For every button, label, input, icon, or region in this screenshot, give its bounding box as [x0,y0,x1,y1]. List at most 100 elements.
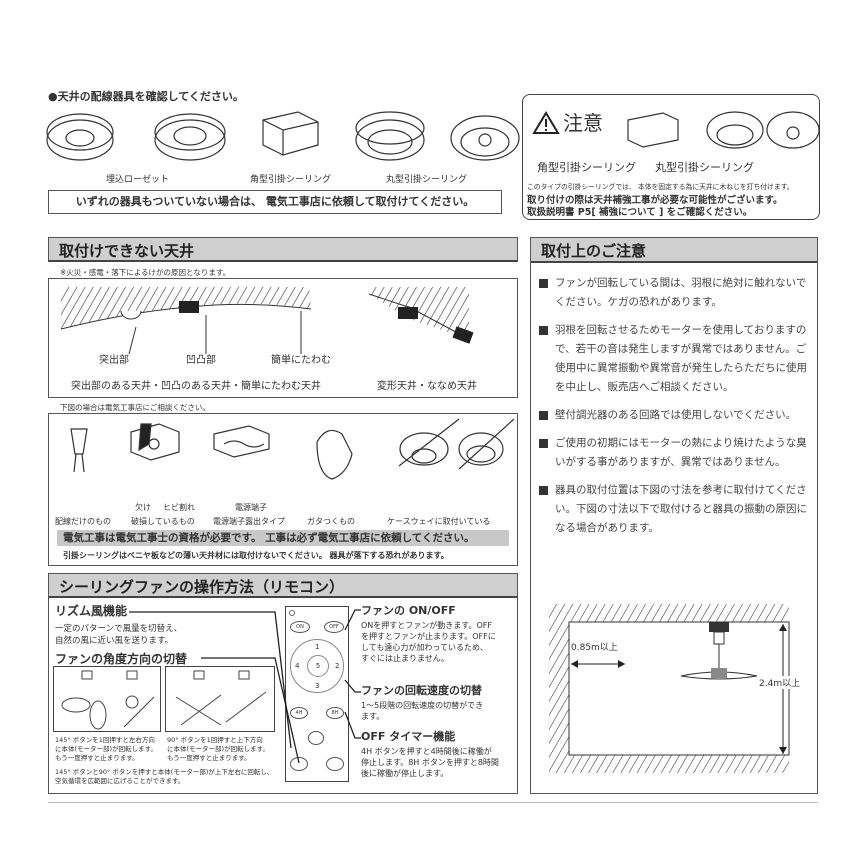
rhythm-button[interactable] [308,731,324,745]
label-terminal: 電源端子 [235,503,267,512]
led-indicator [289,610,295,616]
case-caseway: ケースウェイに取付いている [387,517,491,526]
speed-dial: 1 2 3 4 5 [290,639,344,693]
caution-line-2: 取扱説明書 P5[ 補強について ] をご確認ください。 [527,207,753,218]
speed-3-button[interactable]: 3 [315,682,320,690]
case-illustrations [70,418,515,480]
ceiling-hazard-note: ※火災・感電・落下によるけがの原因となります。 [60,268,231,277]
veneer-warning: 引掛シーリングはベニヤ板などの薄い天井材には取付けないでください。 器具が落下す… [63,551,449,560]
onoff-title: ファンの ON/OFF [361,604,456,617]
text-line: 90° ボタンを1回押すと上下方向 [167,736,263,744]
wall-distance-label: 0.85m以上 [571,643,618,653]
angle-145-text: 145° ボタンを1回押すと左右方向に本体(モーター部)が回転します。もう一度押… [55,736,157,763]
angle-90-illustration [165,666,275,732]
text-line: 空気循環を広範囲に広げることができます。 [55,777,185,785]
timer-8h-button[interactable]: 8H [326,707,344,719]
fan-90-icon [175,670,267,726]
text-line: 145° ボタンと90° ボタンを押すと本体(モーター部)が上下左右に回転し、 [55,768,274,776]
clearance-diagram [549,604,790,773]
text-line: ます。 [361,712,385,721]
text-line: ONを押すとファンが動きます。OFF [361,621,492,630]
angle-145-button[interactable] [290,757,308,771]
warning-triangle-icon [532,111,560,134]
caution-item: ファンが回転している間は、羽根に絶対に触れないでください。ケガの恐れがあります。 [537,274,811,312]
text-line: 145° ボタンを1回押すと左右方向 [55,736,155,744]
fixtures-title: ●天井の配線器具を確認してください。 [48,90,244,103]
on-button[interactable]: ON [290,621,310,633]
unsuitable-ceiling-box: 突出部 凹凸部 簡単にたわむ 突出部のある天井・凹凸のある天井・簡単にたわむ天井… [48,278,518,398]
caution-item: 壁付調光器のある回路では使用しないでください。 [537,406,811,425]
caution-title: 注意 [563,111,603,135]
label-embedded-rosette: 埋込ローゼット [106,175,170,185]
ceiling-height-label: 2.4m以上 [759,676,801,689]
page-divider [48,802,818,803]
remote-control: ON OFF 1 2 3 4 5 4H 8H [285,606,349,782]
text-line: もう一度押すと止まります。 [167,754,251,762]
speed-4-button[interactable]: 4 [295,662,300,670]
case-damaged: 破損しているもの [131,517,195,526]
speed-2-button[interactable]: 2 [335,662,340,670]
caution-fixture-illustrations [627,111,820,149]
case-loose: ガタつくもの [307,517,355,526]
license-notice: 電気工事は電気工事士の資格が必要です。 工事は必ず電気工事店に依頼してください。 [57,530,509,546]
angle-145-illustration [53,666,161,732]
text-line: もう一度押すと止まります。 [55,754,139,762]
case-wiring-only: 配線だけのもの [55,517,111,526]
rhythm-title: リズム風機能 [55,604,128,618]
timer-4h-button[interactable]: 4H [290,707,308,719]
electrician-notice: いずれの器具もついていない場合は、 電気工事店に依頼して取付けてください。 [48,190,502,214]
angle-90-text: 90° ボタンを1回押すと上下方向に本体(モーター部)が回転します。もう一度押す… [167,736,269,763]
label-chip: 欠け [135,503,151,512]
text-line: 4H ボタンを押すと4時間後に稼働が [361,747,492,756]
angle-title: ファンの角度方向の切替 [55,652,188,666]
label-round-ceiling: 丸型引掛シーリング [386,175,468,185]
caption-slanted-ceilings: 変形天井・ななめ天井 [377,381,477,392]
text-line: に本体(モーター部)が回転します。 [167,745,269,753]
speed-text: 1〜5段階の回転速度の切替ができます。 [361,700,483,722]
label-sagging: 簡単にたわむ [271,355,331,366]
fixture-illustrations [46,111,520,161]
text-line: すぐには止まりません。 [361,654,449,663]
case-exposed-terminal: 電源端子露出タイプ [213,517,285,526]
angle-90-button[interactable] [326,757,344,771]
consult-cases-box: 欠け ヒビ割れ 電源端子 配線だけのもの 破損しているもの 電源端子露出タイプ … [48,413,518,566]
caution-box: 注意 角型引掛シーリング 丸型引掛シーリング このタイプの引掛シーリングでは、 … [522,94,820,220]
caution-label-square: 角型引掛シーリング [537,161,636,174]
text-line: 後に稼働が停止します。 [361,769,449,778]
callout-lines [129,609,361,764]
timer-title: OFF タイマー機能 [361,730,456,743]
off-button[interactable]: OFF [324,621,344,633]
text-line: しても遠心力が加わっているため、 [361,643,488,652]
section-header-remote: シーリングファンの操作方法（リモコン） [48,573,518,598]
caution-item: ご使用の初期にはモーターの熱により焼けたような臭いがする事がありますが、異常では… [537,434,811,472]
caution-small-text: このタイプの引掛シーリングでは、 本体を固定する為に天井に木ねじを打ち付けます。 [527,183,794,191]
caution-item: 羽根を回転させるためモーターを使用しておりますので、若干の音は発生しますが異常で… [537,321,811,397]
rhythm-text-2: 自然の風に近い風を送ります。 [55,636,174,646]
ceiling-diagram [60,287,474,355]
label-square-ceiling: 角型引掛シーリング [250,175,332,185]
text-line: 停止します。8H ボタンを押すと8時間 [361,758,499,767]
label-uneven: 凹凸部 [186,355,216,366]
install-cautions-box: ファンが回転している間は、羽根に絶対に触れないでください。ケガの恐れがあります。… [530,262,818,794]
speed-1-button[interactable]: 1 [315,643,320,651]
timer-text: 4H ボタンを押すと4時間後に稼働が停止します。8H ボタンを押すと8時間後に稼… [361,746,499,779]
text-line: に本体(モーター部)が回転します。 [55,745,157,753]
angle-both-text: 145° ボタンと90° ボタンを押すと本体(モーター部)が上下左右に回転し、空… [55,768,273,786]
caution-list: ファンが回転している間は、羽根に絶対に触れないでください。ケガの恐れがあります。… [537,274,811,547]
section-header-unsuitable-ceilings: 取付けできない天井 [48,237,518,262]
onoff-text: ONを押すとファンが動きます。OFF を押すとファンが止まります。OFFにしても遠… [361,620,496,664]
speed-5-button[interactable]: 5 [307,655,329,677]
caution-item: 器具の取付位置は下図の寸法を参考に取付けてください。下図の寸法以下で取付けると器… [537,481,811,538]
caution-label-round: 丸型引掛シーリング [655,161,754,174]
fan-145-icon [61,670,155,730]
label-crack: ヒビ割れ [163,503,195,512]
text-line: 1〜5段階の回転速度の切替ができ [361,701,484,710]
text-line: を押すとファンが止まります。OFFに [361,632,496,641]
speed-title: ファンの回転速度の切替 [361,684,482,697]
label-protrusion: 突出部 [99,355,129,366]
section-header-install-cautions: 取付上のご注意 [530,237,818,263]
caution-line-1: 取り付けの際は天井補強工事が必要な可能性がございます。 [527,195,783,206]
rhythm-text-1: 一定のパターンで風量を切替え、 [55,624,183,634]
remote-box: リズム風機能 一定のパターンで風量を切替え、 自然の風に近い風を送ります。 ファ… [48,598,518,794]
consult-note: 下図の場合は電気工事店にご相談ください。 [60,403,210,412]
